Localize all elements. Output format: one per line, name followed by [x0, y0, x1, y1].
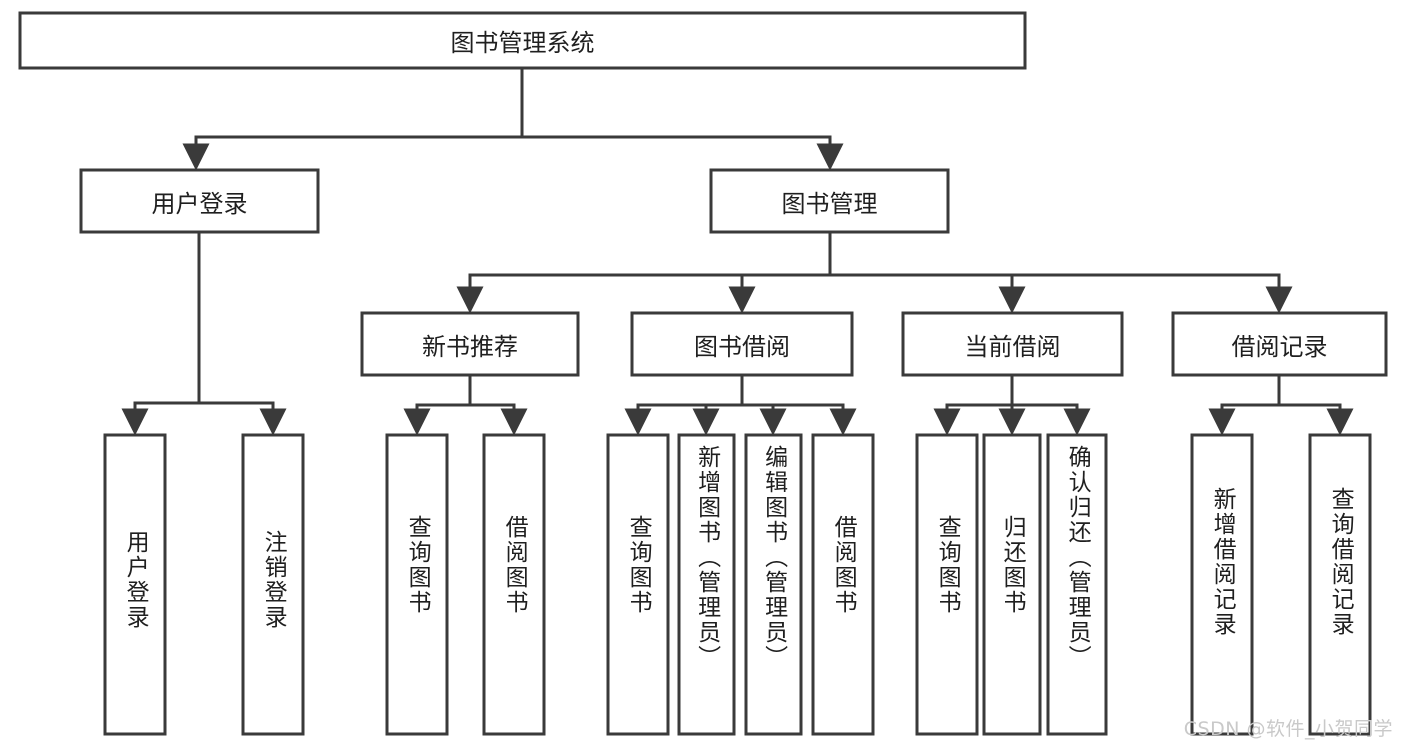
connector-root-bus	[194, 66, 832, 139]
leaf-query-book-borrow-box[interactable]	[606, 433, 670, 736]
leaf-user-login-box[interactable]	[103, 433, 167, 736]
leaf-query-book-rec-box[interactable]	[385, 433, 449, 736]
leaf-borrow-book-box[interactable]	[811, 433, 875, 736]
connector-book-manage-bus	[468, 230, 1281, 277]
connector-borrow-record-bus	[1220, 373, 1342, 407]
leaf-query-borrow-record-box[interactable]	[1308, 433, 1372, 736]
node-book-manage-box[interactable]	[709, 168, 950, 234]
leaf-borrow-book-rec-box[interactable]	[482, 433, 546, 736]
node-borrow-record-box[interactable]	[1171, 311, 1388, 377]
watermark-text: CSDN @软件_小贺同学	[1183, 718, 1393, 740]
connector-new-book-bus	[415, 373, 516, 407]
node-root-box[interactable]	[18, 11, 1027, 70]
leaf-confirm-return-admin-box[interactable]	[1046, 433, 1108, 736]
connector-user-login-bus	[133, 230, 275, 405]
connector-book-borrow-bus	[636, 373, 845, 407]
connector-current-borrow-bus	[945, 373, 1079, 407]
leaf-query-book-current-box[interactable]	[915, 433, 979, 736]
node-book-borrow-box[interactable]	[630, 311, 854, 377]
leaf-add-borrow-record-box[interactable]	[1190, 433, 1254, 736]
node-user-login-box[interactable]	[79, 168, 320, 234]
leaf-user-logout-box[interactable]	[241, 433, 305, 736]
node-current-borrow-box[interactable]	[901, 311, 1124, 377]
leaf-edit-book-admin-box[interactable]	[744, 433, 803, 736]
leaf-return-book-box[interactable]	[982, 433, 1042, 736]
node-new-book-recommend-box[interactable]	[360, 311, 580, 377]
leaf-add-book-admin-box[interactable]	[677, 433, 736, 736]
